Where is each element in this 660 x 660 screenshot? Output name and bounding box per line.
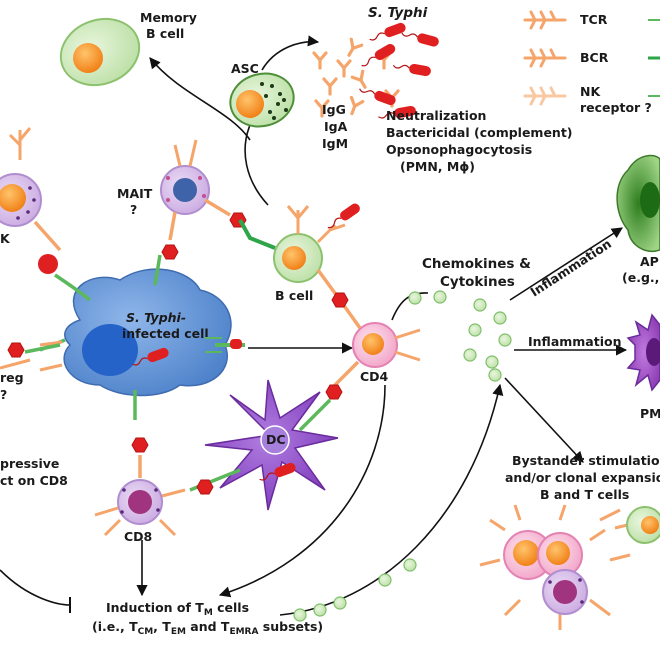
suppressive-label-1: pressive: [0, 456, 59, 471]
svg-text:Induction of TM cells: Induction of TM cells: [106, 600, 249, 618]
infected-label-1: S. Typhi-: [126, 310, 186, 325]
legend-nk-label-1: NK: [580, 84, 601, 99]
induction-sep-1: , T: [153, 619, 171, 634]
pmn-label: PM: [640, 406, 660, 421]
effector-neutralization: Neutralization: [386, 108, 486, 123]
effector-pmn: (PMN, Mϕ): [400, 159, 475, 174]
s-typhi-bacteria: [357, 20, 441, 123]
bystander-label-3: B and T cells: [540, 487, 629, 502]
arrow-asc-to-typhi: [261, 35, 320, 71]
cd4-cell: [325, 292, 421, 400]
iga-label: IgA: [324, 119, 348, 134]
s-typhi-title: S. Typhi: [368, 5, 428, 21]
nk-side-label: K: [0, 231, 11, 246]
igm-label: IgM: [322, 136, 348, 151]
suppressive-label-2: ct on CD8: [0, 473, 68, 488]
mait-label-2: ?: [130, 202, 137, 217]
infected-cell: [63, 268, 232, 397]
induction-sub-cm: CM: [138, 627, 154, 637]
bystander-cells: [479, 504, 660, 630]
dc-label: DC: [266, 432, 286, 447]
svg-text:(i.e., TCM, TEM and TEMRA subs: (i.e., TCM, TEM and TEMRA subsets): [92, 619, 323, 637]
chemokines-label-1: Chemokines &: [422, 256, 531, 272]
induction-sub-emra: EMRA: [229, 627, 258, 637]
igg-label: IgG: [322, 102, 346, 117]
b-cell-label: B cell: [275, 288, 313, 303]
arrow-cytokines-to-apc: [509, 227, 623, 301]
induction-line1: Induction of T: [106, 600, 204, 615]
pmn-cell: [626, 313, 660, 392]
legend-bcr-icon: [523, 48, 567, 68]
inflammation-label-2: Inflammation: [528, 334, 621, 349]
cd4-label: CD4: [360, 369, 389, 384]
cd8-cell: [94, 437, 186, 537]
memory-b-label-1: Memory: [140, 10, 197, 25]
inhibit-line: [0, 569, 71, 606]
arrows: [0, 35, 628, 616]
induction-sub-m: M: [204, 608, 213, 618]
induction-line2-end: subsets): [258, 619, 323, 634]
legend: TCR BCR NK receptor ?: [523, 10, 660, 115]
legend-bcr-label: BCR: [580, 50, 609, 65]
arrow-bcell-to-asc: [244, 124, 269, 206]
chemokine-dots: [293, 290, 512, 622]
effector-opsonophagocytosis: Opsonophagocytosis: [386, 142, 532, 157]
arrow-cd4-to-induction: [218, 384, 386, 598]
apc-cell: [616, 154, 660, 252]
apc-label-2: (e.g., I: [622, 270, 660, 285]
mait-label-1: MAIT: [117, 186, 153, 201]
apc-label-1: AP: [640, 254, 659, 269]
induction-sep-2: and T: [186, 619, 230, 634]
legend-tcr-icon: [523, 10, 567, 30]
induction-sub-em: EM: [171, 627, 186, 637]
asc-cell: [229, 72, 295, 128]
memory-b-label-2: B cell: [146, 26, 184, 41]
infected-to-cd4-receptor: [205, 337, 245, 353]
memory-b-cell: [59, 17, 141, 87]
mait-cell: [160, 139, 247, 260]
inflammation-label-1: Inflammation: [527, 236, 614, 299]
arrow-cytokines-to-bystander: [504, 377, 584, 463]
arrow-cd4-chemokine: [391, 292, 429, 321]
treg-label-2: ?: [0, 387, 7, 402]
nk-cell: [0, 127, 92, 302]
cd8-label: CD8: [124, 529, 152, 544]
effector-bactericidal: Bactericidal (complement): [386, 125, 573, 140]
legend-nk-label-2: receptor ?: [580, 100, 652, 115]
treg-label-1: reg: [0, 370, 24, 385]
b-cell: [238, 200, 363, 302]
chemokines-label-2: Cytokines: [440, 274, 515, 290]
dendritic-cell: [189, 379, 339, 511]
legend-tcr-label: TCR: [580, 12, 608, 27]
bystander-label-1: Bystander stimulation: [512, 453, 660, 468]
treg-receptor: [0, 340, 63, 372]
asc-label: ASC: [231, 61, 259, 76]
induction-line1-end: cells: [213, 600, 249, 615]
bystander-label-2: and/or clonal expansion of: [505, 470, 660, 485]
legend-nk-icon: [523, 86, 567, 106]
induction-text: Induction of TM cells (i.e., TCM, TEM an…: [92, 600, 323, 637]
arrow-asc-to-memory: [149, 57, 251, 141]
infected-label-2: infected cell: [122, 326, 209, 341]
induction-line2: (i.e., T: [92, 619, 138, 634]
